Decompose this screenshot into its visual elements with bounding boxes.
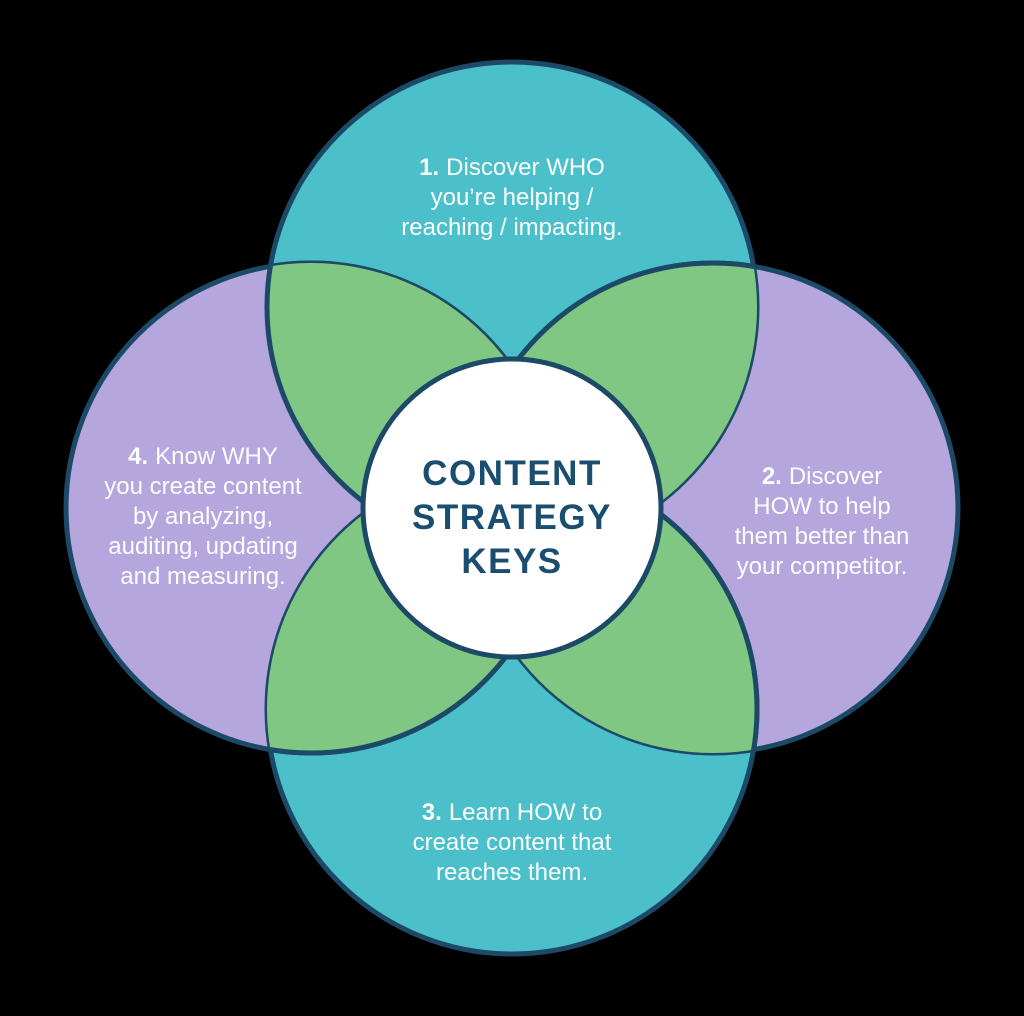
label-line: HOW to help <box>753 493 891 520</box>
step-number: 2. <box>761 463 782 490</box>
label-line: you create content <box>104 473 302 500</box>
center-title-line: STRATEGY <box>412 498 612 537</box>
label-step-4: 4.Know WHY you create content by analyzi… <box>63 442 343 592</box>
label-line: 3.Learn HOW to <box>352 798 672 828</box>
step-number: 1. <box>419 154 440 181</box>
step-text: Discover WHO <box>446 154 605 181</box>
center-circle <box>360 356 664 660</box>
center-title-line: CONTENT <box>422 454 602 493</box>
step-number: 3. <box>421 799 442 826</box>
label-step-1: 1.Discover WHO you’re helping / reaching… <box>332 153 692 243</box>
label-line: by analyzing, <box>132 503 274 530</box>
center-title-line: KEYS <box>461 542 563 581</box>
label-line: reaching / impacting. <box>401 214 623 241</box>
label-line: and measuring. <box>120 563 286 590</box>
label-line: create content that <box>412 829 612 856</box>
step-text: Discover <box>788 463 883 490</box>
label-step-2: 2.Discover HOW to help them better than … <box>692 462 952 582</box>
label-line: your competitor. <box>736 553 908 580</box>
label-line: them better than <box>734 523 910 550</box>
label-step-3: 3.Learn HOW to create content that reach… <box>352 798 672 888</box>
label-line: 4.Know WHY <box>63 442 343 472</box>
label-line: you’re helping / <box>430 184 594 211</box>
step-text: Learn HOW to <box>448 799 603 826</box>
label-line: auditing, updating <box>108 533 298 560</box>
label-line: 1.Discover WHO <box>332 153 692 183</box>
step-number: 4. <box>128 443 149 470</box>
step-text: Know WHY <box>155 443 278 470</box>
label-line: reaches them. <box>435 859 589 886</box>
center-title: CONTENT STRATEGY KEYS <box>362 452 662 584</box>
label-line: 2.Discover <box>692 462 952 492</box>
